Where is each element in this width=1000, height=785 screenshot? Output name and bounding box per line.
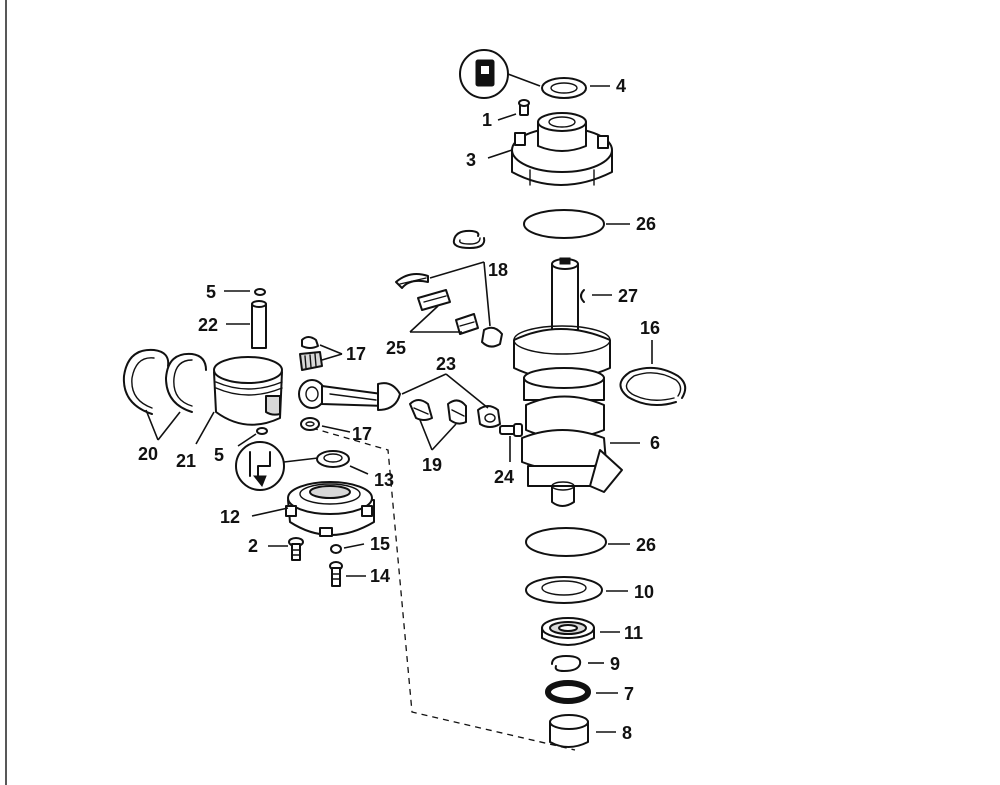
callout-14: 14 [370,566,390,586]
part-4-seal [541,77,610,99]
callout-12: 12 [220,507,240,527]
part-17-washer-lower [300,417,351,433]
callout-4: 4 [616,76,626,96]
part-bearing-half-top [395,273,429,289]
callout-1: 1 [482,110,492,130]
part-21-piston [195,356,283,445]
callout-23: 23 [436,354,456,374]
callout-5-top: 5 [206,282,216,302]
part-25-needle-bearings [409,289,503,348]
callout-13: 13 [374,470,394,490]
callout-19: 19 [422,455,442,475]
part-10-seal-carrier [525,576,628,604]
callout-9: 9 [610,654,620,674]
part-17-bearing-upper [299,336,343,371]
part-19-bearing-halves [409,399,467,451]
callout-6: 6 [650,433,660,453]
part-18-retaining-ring [429,229,491,327]
callout-26-upper: 26 [636,214,656,234]
callout-17-lower: 17 [352,424,372,444]
callout-2: 2 [248,536,258,556]
callout-21: 21 [176,451,196,471]
part-3-upper-bearing-housing [487,112,613,186]
part-14-bolt [329,561,366,587]
callout-26-lower: 26 [636,535,656,555]
callout-17-upper: 17 [346,344,366,364]
part-2-screw [268,537,304,561]
callout-11: 11 [624,623,643,643]
part-13-seal [316,450,369,475]
callout-15: 15 [370,534,390,554]
callout-18: 18 [488,260,508,280]
part-15-washer [330,543,365,554]
callout-5-lower: 5 [214,445,224,465]
part-20-piston-rings [122,348,207,441]
part-11-ball-bearing [541,617,620,646]
part-9-retaining-ring [551,655,604,672]
part-5-ring-lower [237,427,268,447]
callout-16: 16 [640,318,660,338]
callout-10: 10 [634,582,654,602]
callout-3: 3 [466,150,476,170]
callout-7: 7 [624,684,634,704]
callout-22: 22 [198,315,218,335]
part-connecting-rod [298,379,401,411]
callout-8: 8 [622,723,632,743]
callout-20: 20 [138,444,158,464]
part-26-o-ring-lower [525,527,630,557]
part-16-retaining-ring [619,340,687,407]
callout-25: 25 [386,338,406,358]
sealant-symbol-icon [459,49,541,99]
lubricant-symbol-icon [235,441,319,491]
part-24-rod-bolt [499,423,523,462]
callout-27: 27 [618,286,638,306]
part-1-pin [497,99,530,121]
part-22-wrist-pin [226,300,267,349]
part-12-lower-bearing-housing [251,481,375,537]
callout-24: 24 [494,467,514,487]
part-5-ring-top [224,288,266,296]
part-27-key [580,289,612,303]
alignment-dashed-line [311,427,576,751]
part-6-crankshaft [513,257,640,507]
part-7-seal [545,680,618,704]
part-26-o-ring-upper [523,209,630,239]
part-23-rod-cap [401,373,501,428]
part-8-sleeve [549,714,616,748]
